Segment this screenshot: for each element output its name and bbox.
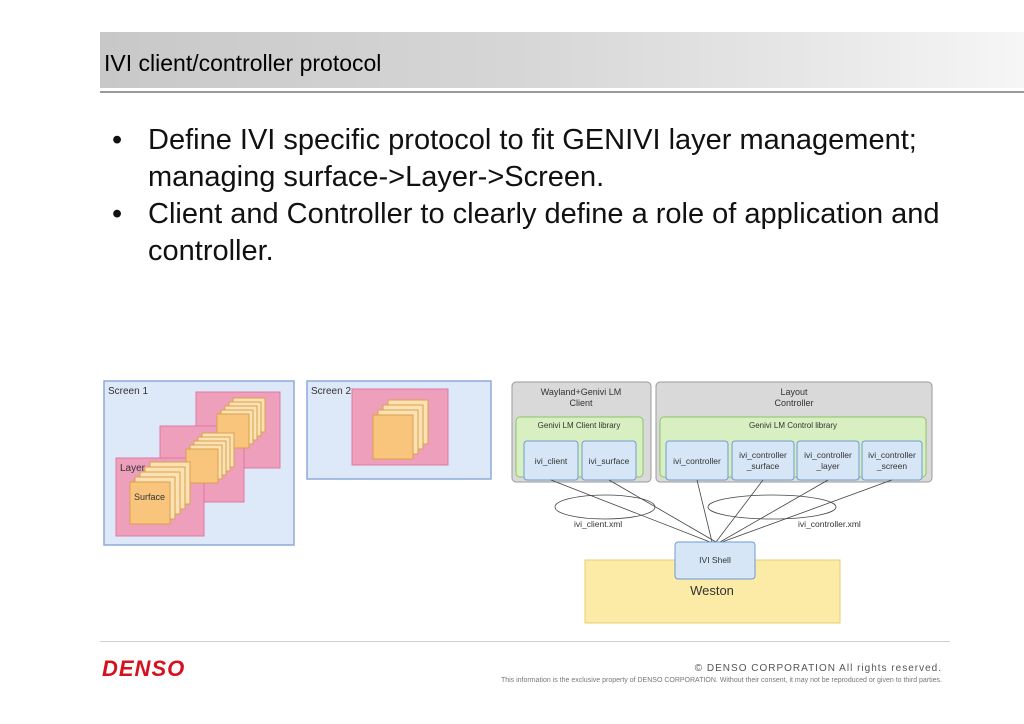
ivi-controller-layer-label-2: _layer [815, 461, 839, 471]
copyright-text: © DENSO CORPORATION All rights reserved. [695, 663, 942, 674]
controller-protocol-ellipse [708, 495, 836, 519]
ivi-shell-label: IVI Shell [699, 555, 731, 565]
ivi-controller-surface-label-2: _surface [746, 461, 780, 471]
client-box-line-1: Wayland+Genivi LM [541, 387, 621, 397]
control-library-label: Genivi LM Control library [749, 421, 837, 430]
ivi-controller-surface-label-1: ivi_controller [739, 450, 787, 460]
client-xml-label: ivi_client.xml [574, 519, 622, 529]
protocol-connection-lines [551, 480, 892, 542]
weston-label: Weston [690, 583, 734, 598]
controller-xml-label: ivi_controller.xml [798, 519, 861, 529]
denso-logo: DENSO [102, 656, 185, 682]
controller-box-line-2: Controller [774, 398, 813, 408]
ivi-surface-label: ivi_surface [589, 456, 630, 466]
controller-interfaces: ivi_controller ivi_controller _surface i… [666, 441, 922, 480]
ivi-controller-layer-label-1: ivi_controller [804, 450, 852, 460]
ivi-controller-screen-label-1: ivi_controller [868, 450, 916, 460]
disclaimer-text: This information is the exclusive proper… [501, 677, 942, 684]
client-protocol-ellipse [555, 495, 655, 519]
ivi-controller-screen-label-2: _screen [876, 461, 908, 471]
client-library-label: Genivi LM Client library [538, 421, 621, 430]
ivi-controller-label: ivi_controller [673, 456, 721, 466]
controller-box-line-1: Layout [780, 387, 808, 397]
client-box-line-2: Client [569, 398, 593, 408]
footer-divider [100, 641, 950, 642]
ivi-client-label: ivi_client [535, 456, 568, 466]
